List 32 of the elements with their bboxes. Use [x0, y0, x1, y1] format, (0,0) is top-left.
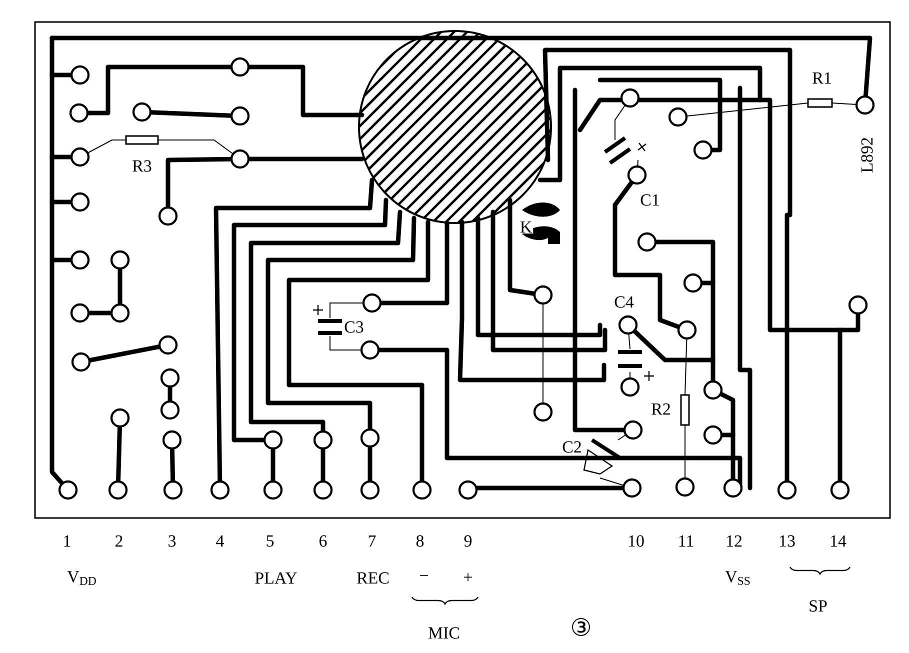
signal-label: −	[420, 574, 428, 576]
component-label: R3	[131, 159, 153, 173]
signal-label: V$_{DD}$	[67, 571, 96, 585]
pin-number: 3	[168, 535, 176, 547]
pin-number: 1	[64, 535, 70, 547]
board-code: L892	[860, 136, 874, 174]
component-label: C3	[343, 320, 365, 334]
signal-label: REC	[357, 572, 389, 584]
figure-number: ③	[572, 618, 590, 636]
pin-number: 10	[629, 535, 644, 547]
pin-number: 6	[320, 535, 327, 547]
component-label: R2	[650, 402, 672, 416]
signal-label: MIC	[428, 627, 460, 639]
pin-number: 7	[368, 535, 376, 547]
pin-number: 14	[831, 535, 846, 547]
signal-label: V$_{SS}$	[725, 571, 750, 585]
pin-number: 2	[116, 535, 122, 547]
component-label: C2	[561, 440, 583, 454]
pin-number: 5	[266, 535, 274, 547]
pin-number: 11	[679, 535, 694, 547]
signal-label: SP	[810, 600, 827, 612]
component-label: C4	[613, 295, 635, 309]
pin-number: 13	[780, 535, 795, 547]
pin-number: 9	[464, 535, 472, 547]
pin-number: 4	[216, 535, 224, 547]
component-label: C1	[639, 193, 661, 207]
signal-label: +	[464, 573, 472, 582]
component-label: R1	[811, 71, 833, 85]
pin-number: 8	[416, 535, 424, 547]
pin-number: 12	[727, 535, 742, 547]
component-label: K	[518, 220, 534, 234]
signal-label: PLAY	[255, 572, 297, 584]
